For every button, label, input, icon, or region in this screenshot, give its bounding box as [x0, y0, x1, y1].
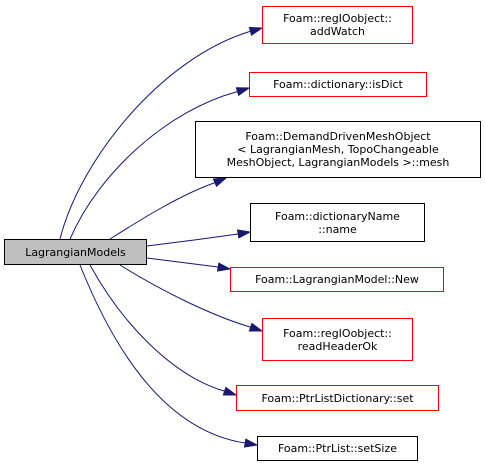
node-dictionary-isdict[interactable]: Foam::dictionary::isDict [249, 72, 427, 97]
node-lagrangianmodel-new[interactable]: Foam::LagrangianModel::New [230, 267, 444, 292]
node-label-line: Foam::LagrangianModel::New [255, 273, 419, 286]
edge-2 [109, 182, 215, 240]
edge-arrowhead-0 [248, 26, 264, 36]
node-regioobject-addwatch[interactable]: Foam::regIOobject:: addWatch [262, 6, 413, 44]
edge-7 [79, 264, 246, 444]
edge-arrowhead-5 [248, 322, 264, 332]
node-label-line: MeshObject, LagrangianModels >::mesh [226, 156, 450, 169]
edge-arrowhead-7 [243, 438, 259, 448]
node-label-line: Foam::DemandDrivenMeshObject [245, 130, 431, 143]
node-label-line: Foam::dictionaryName [275, 209, 400, 223]
node-label-line: Foam::PtrList::setSize [277, 442, 398, 455]
node-label-line: Foam::regIOobject:: [283, 12, 392, 25]
node-label-line: Foam::dictionary::isDict [273, 78, 403, 91]
edge-5 [119, 264, 251, 328]
node-label-line: ::name [318, 222, 357, 236]
edge-arrowhead-6 [222, 386, 238, 396]
node-label-line: < LagrangianMesh, TopoChangeable [237, 143, 439, 156]
edge-6 [89, 264, 225, 392]
edge-arrowhead-4 [216, 262, 232, 272]
node-dictionaryname-name[interactable]: Foam::dictionaryName ::name [250, 203, 425, 242]
node-ptrlistdictionary-set[interactable]: Foam::PtrListDictionary::set [236, 385, 439, 411]
edge-arrowhead-2 [212, 177, 228, 188]
node-regioobject-readheaderok[interactable]: Foam::regIOobject:: readHeaderOk [262, 318, 413, 361]
edge-1 [69, 91, 237, 240]
node-demanddrivenmeshobject-mesh[interactable]: Foam::DemandDrivenMeshObject < Lagrangia… [195, 121, 481, 178]
node-label-line: readHeaderOk [297, 339, 378, 353]
node-label-line: Foam::regIOobject:: [283, 326, 392, 340]
edge-tail-0 [247, 30, 251, 33]
node-lagrangian-models[interactable]: LagrangianModels [4, 239, 147, 265]
edge-3 [146, 233, 239, 247]
edge-0 [59, 31, 249, 240]
node-label-line: Foam::PtrListDictionary::set [261, 391, 414, 405]
node-label-line: addWatch [310, 25, 365, 38]
edge-arrowhead-1 [235, 87, 251, 97]
edge-4 [146, 257, 219, 268]
edge-arrowhead-3 [236, 229, 252, 239]
node-label: LagrangianModels [25, 245, 126, 259]
node-ptrlist-setsize[interactable]: Foam::PtrList::setSize [257, 436, 418, 461]
